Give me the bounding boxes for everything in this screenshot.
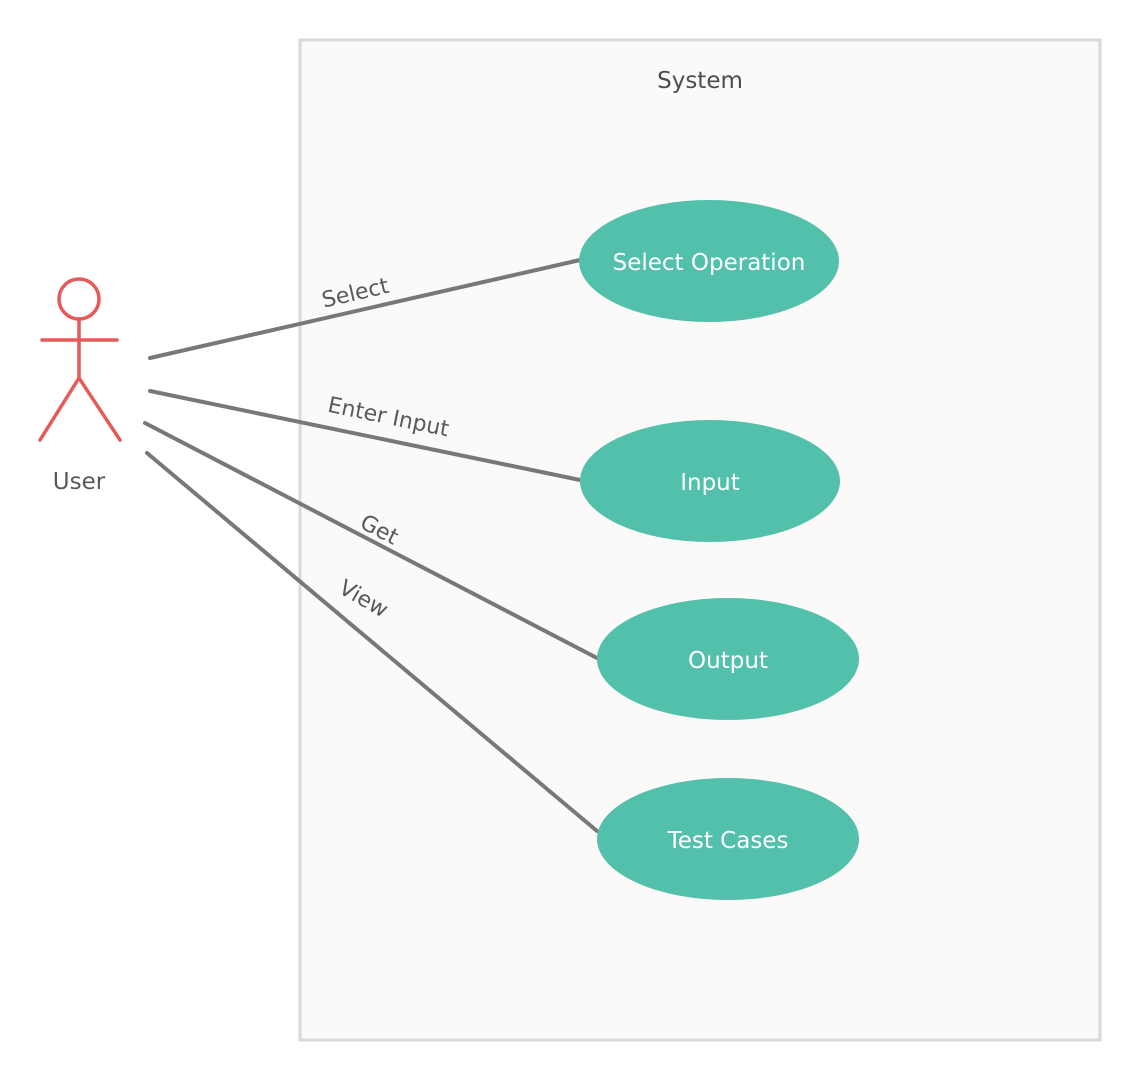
use-case-test-cases[interactable]: Test Cases xyxy=(597,778,859,900)
actor-user: User xyxy=(38,277,122,495)
use-case-ellipse[interactable] xyxy=(580,420,840,542)
use-case-ellipse[interactable] xyxy=(579,200,839,322)
actor-left-leg xyxy=(38,376,81,442)
association-line-get xyxy=(143,421,599,660)
use-case-ellipse[interactable] xyxy=(597,778,859,900)
use-case-ellipse[interactable] xyxy=(597,598,859,720)
system-title: System xyxy=(657,68,743,94)
use-case-label-output: Output xyxy=(688,648,768,674)
actor-label: User xyxy=(53,469,106,495)
association-line-enter-input xyxy=(148,389,582,482)
use-case-input[interactable]: Input xyxy=(580,420,840,542)
stick-figure-icon xyxy=(38,277,122,442)
use-case-label-test-cases: Test Cases xyxy=(667,828,789,854)
actor-head xyxy=(57,277,101,321)
association-line-select xyxy=(148,258,582,360)
use-case-output[interactable]: Output xyxy=(597,598,859,720)
use-case-select-operation[interactable]: Select Operation xyxy=(579,200,839,322)
use-case-label-select-operation: Select Operation xyxy=(613,250,806,276)
actor-right-leg xyxy=(77,376,122,442)
association-line-view xyxy=(145,451,599,833)
use-case-label-input: Input xyxy=(680,470,740,496)
